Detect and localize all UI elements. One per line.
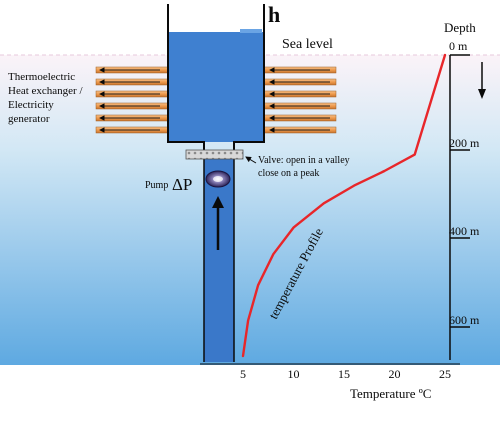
valve	[185, 149, 244, 160]
delta-p-label: ΔP	[172, 175, 192, 194]
depth-tick-label-0: 0 m	[449, 39, 468, 53]
valve-label-line2: close on a peak	[258, 168, 319, 179]
pump-label: Pump	[145, 180, 168, 191]
temperature-profile-curve	[241, 53, 447, 358]
water-tank-outline	[167, 4, 265, 150]
depth-direction-arrowhead	[478, 89, 486, 99]
depth-tick-label-200: 200 m	[449, 136, 480, 150]
temperature-tick-label: 5	[240, 367, 246, 381]
valve-label-line1: Valve: open in a valley	[258, 155, 350, 166]
height-label: h	[268, 2, 280, 27]
temperature-axis-title: Temperature ºC	[350, 386, 431, 401]
temperature-tick-label: 25	[439, 367, 451, 381]
depth-tick-label-400: 400 m	[449, 224, 480, 238]
sea-level-label: Sea level	[282, 37, 333, 52]
generator-label-line2: Heat exchanger /	[8, 85, 83, 97]
depth-axis-title: Depth	[444, 20, 476, 35]
valve-callout-arrow	[245, 156, 257, 164]
generator-label-line3: Electricity	[8, 99, 54, 111]
generator-label-line4: generator	[8, 113, 50, 125]
temperature-tick-label: 15	[338, 367, 350, 381]
pump-core	[213, 176, 223, 182]
upward-flow-arrowhead	[212, 196, 224, 208]
temperature-tick-labels: 5 10 15 20 25	[240, 367, 451, 381]
temperature-tick-label: 10	[288, 367, 300, 381]
generator-label-line1: Thermoelectric	[8, 71, 75, 83]
depth-tick-label-600: 600 m	[449, 313, 480, 327]
temperature-tick-label: 20	[389, 367, 401, 381]
water-surface-highlight	[240, 29, 262, 33]
heat-exchanger-fins-right	[263, 66, 337, 134]
water-tank-fill	[168, 32, 264, 142]
